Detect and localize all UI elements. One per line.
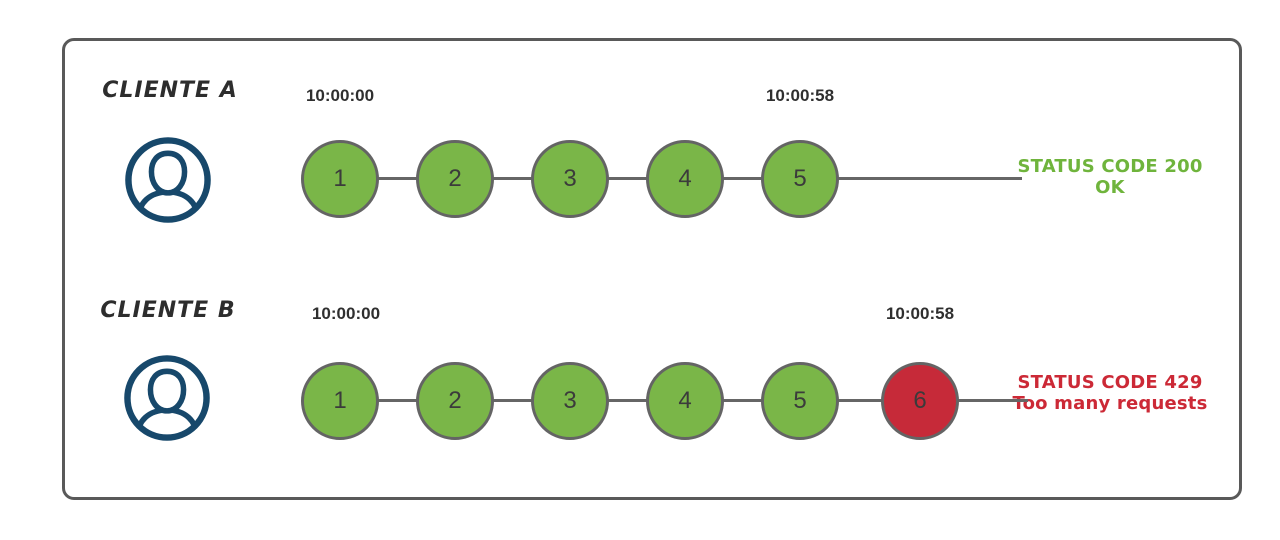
status-message-line: OK: [1095, 177, 1125, 198]
request-number: 4: [678, 387, 692, 414]
status-result: STATUS CODE 429 Too many requests: [1012, 372, 1207, 414]
status-result: STATUS CODE 200 OK: [1017, 156, 1202, 198]
request-number: 4: [678, 165, 692, 192]
client-a-label: CLIENTE A: [102, 78, 238, 103]
request-number: 1: [333, 387, 347, 414]
person-icon: [124, 355, 210, 441]
request-node: 4: [646, 140, 724, 218]
status-code-line: STATUS CODE 429: [1017, 372, 1203, 393]
status-message-line: Too many requests: [1012, 393, 1208, 414]
end-timestamp: 10:00:58: [765, 86, 835, 105]
request-number: 3: [563, 387, 577, 414]
request-number: 5: [793, 387, 807, 414]
end-timestamp: 10:00:58: [885, 304, 955, 323]
diagram-frame: [62, 38, 1242, 500]
request-node: 3: [531, 362, 609, 440]
request-node: 5: [761, 362, 839, 440]
request-node: 2: [416, 362, 494, 440]
request-node: 2: [416, 140, 494, 218]
request-node: 1: [301, 140, 379, 218]
request-number: 3: [563, 165, 577, 192]
request-node: 3: [531, 140, 609, 218]
request-node: 1: [301, 362, 379, 440]
request-node-blocked: 6: [881, 362, 959, 440]
request-node: 5: [761, 140, 839, 218]
person-icon: [125, 137, 211, 223]
request-number: 6: [913, 387, 927, 414]
request-node: 4: [646, 362, 724, 440]
request-number: 1: [333, 165, 347, 192]
request-number: 5: [793, 165, 807, 192]
start-timestamp: 10:00:00: [305, 86, 375, 105]
status-code-line: STATUS CODE 200: [1017, 156, 1203, 177]
request-number: 2: [448, 165, 462, 192]
client-b-label: CLIENTE B: [100, 298, 236, 323]
request-number: 2: [448, 387, 462, 414]
start-timestamp: 10:00:00: [311, 304, 381, 323]
